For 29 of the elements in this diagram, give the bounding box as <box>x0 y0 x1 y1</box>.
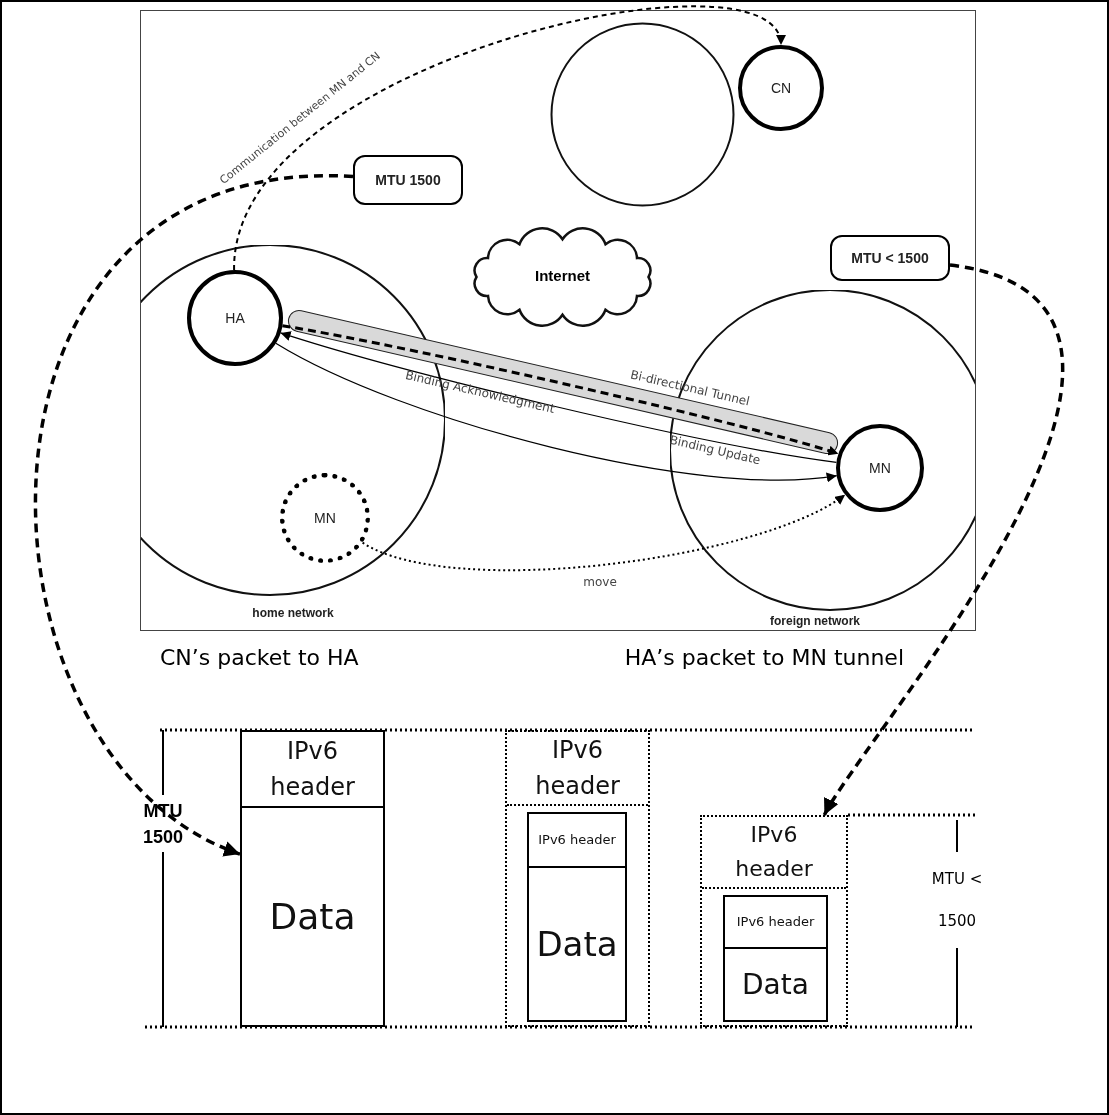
packet-box <box>527 812 627 1022</box>
data-text: Data <box>725 949 826 1020</box>
edge-label: move <box>583 575 617 589</box>
packet-box-dotted <box>700 815 848 1027</box>
node-circle: MN <box>836 424 924 512</box>
packet-box <box>723 895 828 1022</box>
dashed-arrow <box>822 263 1064 816</box>
dimension-label: MTU 1500 <box>141 800 184 849</box>
dimension-label: MTU < 1500 <box>930 869 984 932</box>
caption-text: HA’s packet to MN tunnel <box>624 645 904 670</box>
mtu-callout: MTU < 1500 <box>830 235 950 281</box>
data-text: Data <box>242 808 383 1025</box>
header-text: IPv6 header <box>725 897 826 949</box>
header-text: IPv6 header <box>529 814 625 868</box>
header-text: IPv6 header <box>507 732 648 806</box>
node-circle: HA <box>187 270 283 366</box>
network-label: foreign network <box>770 614 860 628</box>
dashed-arrow <box>34 174 354 856</box>
packet-box-dotted <box>505 730 650 1027</box>
arrow <box>275 342 838 482</box>
data-text: Data <box>529 868 625 1020</box>
dashed-arrow <box>361 493 847 572</box>
header-text: IPv6 header <box>242 732 383 808</box>
caption-text: CN’s packet to HA <box>160 645 359 670</box>
network-label: home network <box>251 606 335 620</box>
cloud-label: Internet <box>534 267 591 284</box>
header-text: IPv6 header <box>702 817 846 889</box>
node-circle-dotted: MN <box>280 473 370 563</box>
packet-box <box>240 730 385 1027</box>
